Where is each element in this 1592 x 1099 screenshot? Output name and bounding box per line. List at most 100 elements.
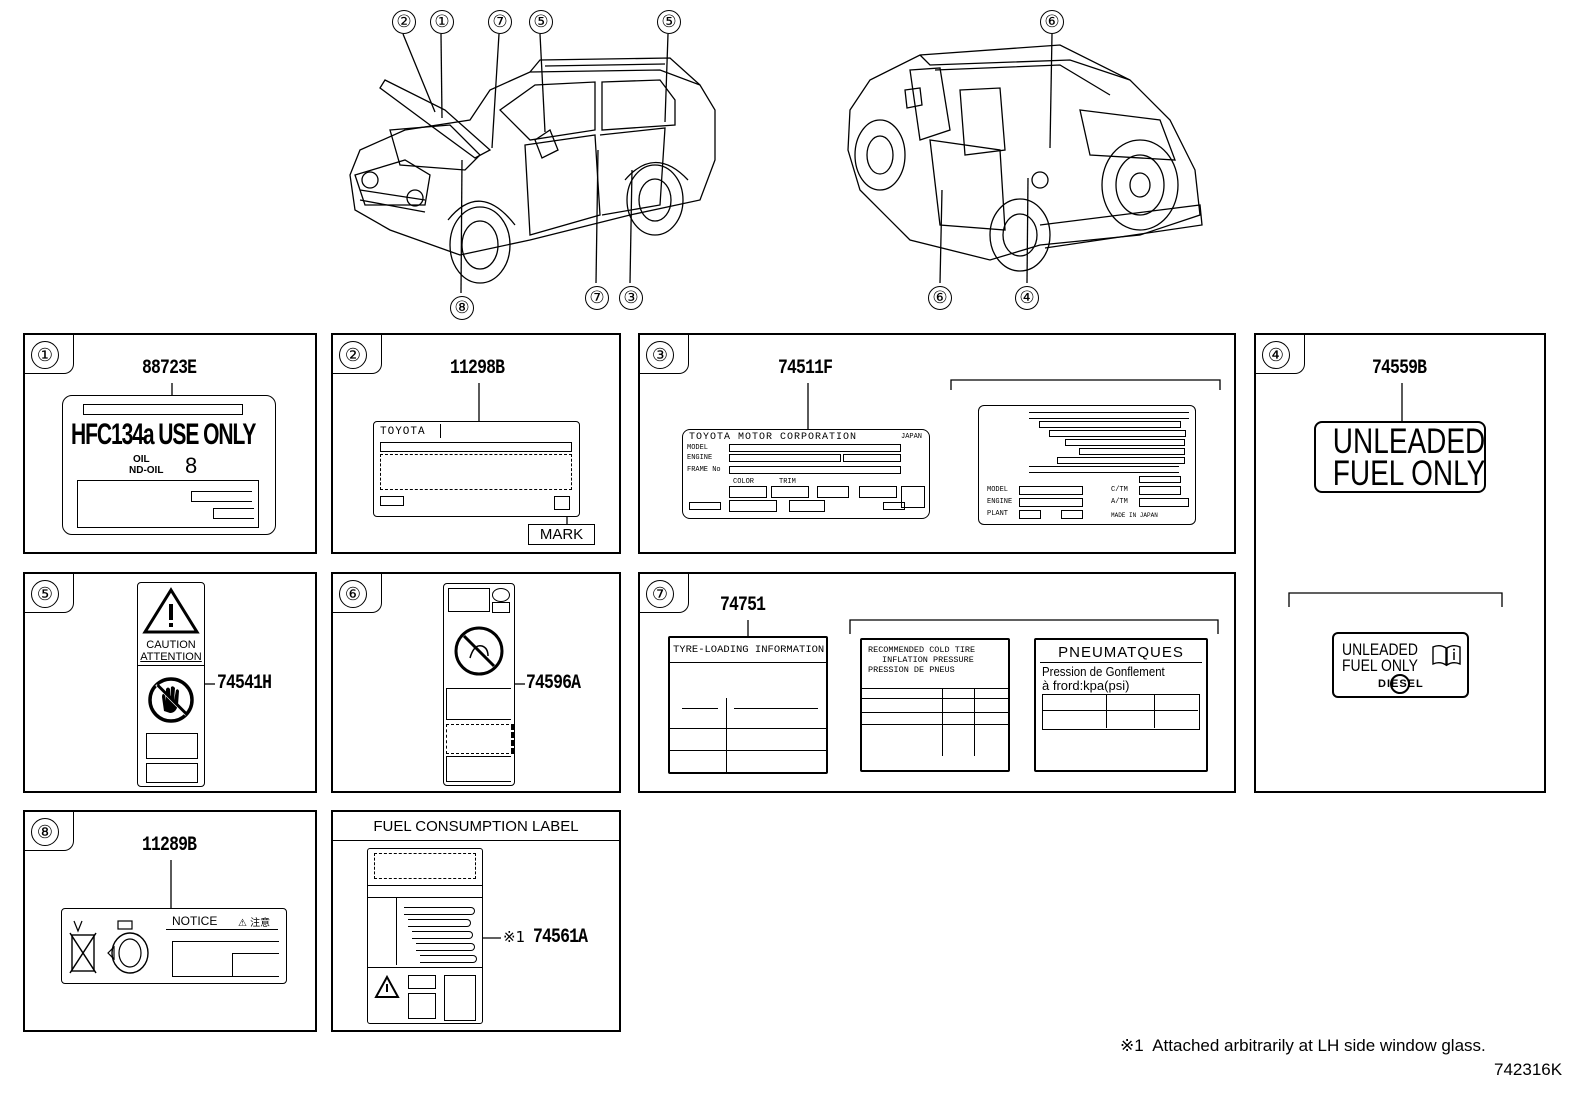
model-field: MODEL: [987, 486, 1009, 494]
warning-jp-text: ⚠ 注意: [238, 918, 271, 929]
part-number: 11289B: [142, 834, 197, 857]
brand-text: TOYOTA: [380, 426, 426, 438]
rec-pressure-line1: RECOMMENDED COLD TIRE: [868, 645, 976, 655]
information-label: [443, 583, 515, 786]
part-number: 74559B: [1372, 357, 1427, 380]
rear-vehicle-drawing: [847, 33, 1203, 284]
warning-triangle-icon: [374, 974, 400, 999]
ref-number: ⑤: [31, 580, 59, 608]
ref-number: ⑦: [646, 580, 674, 608]
caution-label: CAUTION ATTENTION: [137, 582, 205, 787]
prohibition-circle-icon: [1390, 674, 1410, 694]
no-container-icon: [68, 917, 160, 977]
ref-number: ⑥: [339, 580, 367, 608]
fuel-consumption-title: FUEL CONSUMPTION LABEL: [373, 818, 579, 835]
attention-text: ATTENTION: [140, 651, 202, 663]
ref-number: ③: [646, 341, 674, 369]
leader-line: [171, 383, 173, 395]
oil-type: ND-OIL: [129, 465, 164, 476]
tyre-loading-label: TYRE-LOADING INFORMATION: [668, 636, 828, 774]
part-number: 74596A: [526, 672, 581, 695]
refrigerant-text: HFC134a USE ONLY: [71, 418, 256, 451]
panel-8: ⑧ 11289B NOTICE ⚠ 注意: [23, 810, 317, 1032]
pressure-text: Pression de Gonflement: [1042, 664, 1165, 679]
leader-lines: [807, 379, 1221, 430]
panel-4: ④ 74559B UNLEADED FUEL ONLY UNLEADED FUE…: [1254, 333, 1546, 793]
callout-2: ②: [392, 10, 416, 34]
no-smoking-icon: [452, 624, 506, 678]
made-in-text: MADE IN JAPAN: [1111, 512, 1158, 519]
callout-7b: ⑦: [585, 286, 609, 310]
color-field: COLOR: [733, 478, 755, 486]
ref-tab: [1256, 335, 1305, 374]
leader-lines: [747, 619, 1219, 636]
fuel-consumption-label: [367, 848, 483, 1024]
callout-5: ⑤: [529, 10, 553, 34]
frame-field: FRAME No: [687, 466, 721, 474]
rec-pressure-line3: PRESSION DE PNEUS: [868, 665, 955, 675]
pneumatiques-label: PNEUMATQUES Pression de Gonflement à fro…: [1034, 638, 1208, 772]
fuel-only-small-text: FUEL ONLY: [1342, 656, 1418, 675]
pneumatiques-title: PNEUMATQUES: [1058, 644, 1184, 661]
panel-3: ③ 74511F TOYOTA MOTOR CORPORATION JAPAN …: [638, 333, 1236, 554]
part-number: 74511F: [778, 357, 833, 380]
ref-tab: [333, 335, 382, 374]
vin-plate-label: TOYOTA MOTOR CORPORATION JAPAN MODEL ENG…: [682, 429, 930, 519]
panel-2: ② 11298B TOYOTA MARK: [331, 333, 621, 554]
mark-indicator: MARK: [528, 524, 595, 545]
unleaded-fuel-label: UNLEADED FUEL ONLY: [1314, 421, 1486, 493]
part-number: 74561A: [533, 926, 588, 949]
ref-tab: [25, 812, 74, 851]
notice-label: NOTICE ⚠ 注意: [61, 908, 287, 984]
ref-tab: [640, 335, 689, 374]
part-number: 74541H: [217, 672, 272, 695]
leader-line: [515, 683, 525, 685]
leader-line: [170, 860, 172, 908]
notice-text: NOTICE: [172, 914, 218, 928]
panel-9: FUEL CONSUMPTION LABEL ※1 74561A: [331, 810, 621, 1032]
ref-tab: [333, 574, 382, 613]
ref-number: ④: [1262, 341, 1290, 369]
country-text: JAPAN: [901, 433, 923, 441]
callout-6: ⑥: [1040, 10, 1064, 34]
footnote: ※1 Attached arbitrarily at LH side windo…: [1120, 1036, 1486, 1055]
ctm-field: C/TM: [1111, 486, 1128, 494]
callout-7: ⑦: [488, 10, 512, 34]
ref-number: ①: [31, 341, 59, 369]
tire-pressure-label: RECOMMENDED COLD TIRE INFLATION PRESSURE…: [860, 638, 1010, 772]
unit-text: à frord:kpa(psi): [1042, 678, 1130, 693]
caution-text: CAUTION: [146, 639, 196, 651]
fuel-only-text: FUEL ONLY: [1332, 454, 1486, 493]
rec-pressure-line2: INFLATION PRESSURE: [882, 655, 974, 665]
panel-6: ⑥ 74596A: [331, 572, 621, 793]
ref-number: ⑧: [31, 818, 59, 846]
atm-field: A/TM: [1111, 498, 1128, 506]
part-number: 74751: [720, 594, 766, 617]
manufacturer-text: TOYOTA MOTOR CORPORATION: [689, 432, 858, 443]
rear-vehicle-illustration: ⑥ ⑥ ④: [840, 0, 1220, 330]
callout-6b: ⑥: [928, 286, 952, 310]
engine-field: ENGINE: [687, 454, 713, 462]
front-vehicle-drawing: [349, 33, 716, 294]
trim-field: TRIM: [779, 478, 796, 486]
footnote-marker: ※1: [503, 928, 526, 946]
panel-5: ⑤ CAUTION ATTENTION 74541H: [23, 572, 317, 793]
unleaded-small-text: UNLEADED: [1342, 640, 1418, 659]
emission-label: TOYOTA: [373, 421, 580, 517]
leader-line: [205, 683, 215, 685]
leader-line: [483, 937, 501, 939]
callout-4: ④: [1015, 286, 1039, 310]
callout-8: ⑧: [450, 296, 474, 320]
unleaded-text: UNLEADED: [1332, 422, 1486, 461]
no-hand-icon: [146, 675, 196, 725]
plant-field: PLANT: [987, 510, 1009, 518]
part-number: 88723E: [142, 357, 197, 380]
callout-3: ③: [619, 286, 643, 310]
oil-label: OIL: [133, 454, 150, 465]
callout-5b: ⑤: [657, 10, 681, 34]
ref-tab: [25, 574, 74, 613]
warning-triangle-icon: [142, 587, 200, 635]
manual-book-icon: [1432, 644, 1462, 667]
refrigerant-label: HFC134a USE ONLY OIL ND-OIL 8: [62, 395, 276, 535]
ref-tab: [25, 335, 74, 374]
